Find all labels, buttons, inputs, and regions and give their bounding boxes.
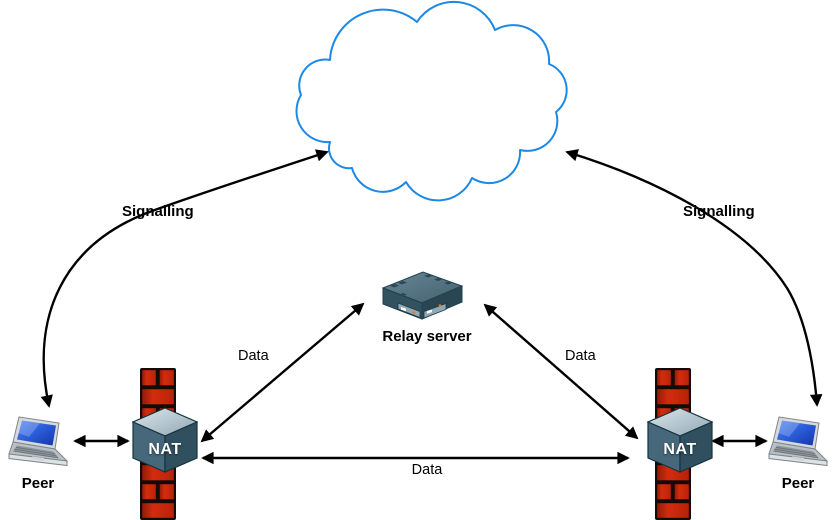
data-left-label: Data — [238, 348, 269, 364]
signalling-arrow-right — [565, 149, 823, 407]
nat-left-cube-icon — [131, 407, 199, 478]
signalling-left-label: Signalling — [122, 203, 194, 220]
internet-cloud-shape — [295, 0, 568, 202]
relay-server-icon — [378, 271, 466, 328]
nat-left-label: NAT — [148, 441, 182, 458]
nat-right-cube-icon — [646, 407, 714, 478]
laptop-right-icon — [766, 416, 830, 477]
laptop-left-icon — [6, 416, 70, 477]
signalling-right-label: Signalling — [683, 203, 755, 220]
relay-server-label: Relay server — [382, 328, 472, 345]
data-right-label: Data — [565, 348, 596, 364]
data-arrow-relay-natright — [483, 303, 639, 440]
signalling-arrow-left — [40, 149, 329, 408]
peer-right-label: Peer — [781, 475, 815, 492]
peer-left-label: Peer — [21, 475, 55, 492]
data-bottom-label: Data — [411, 462, 443, 478]
data-arrow-natleft-relay — [200, 302, 365, 443]
nat-right-label: NAT — [663, 441, 697, 458]
